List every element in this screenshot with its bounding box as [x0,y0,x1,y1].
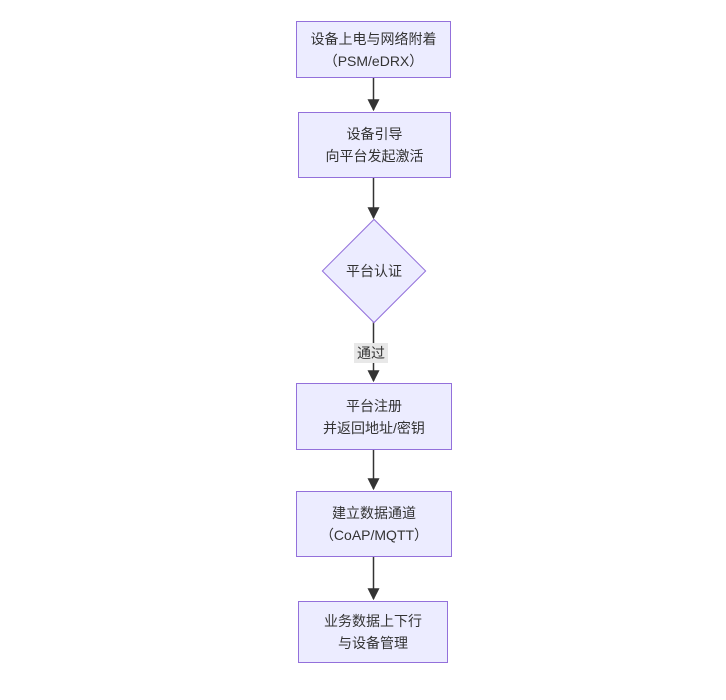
node-text-line: 设备上电与网络附着 [310,30,437,47]
node-power-on-network-attach: 设备上电与网络附着 （PSM/eDRX） [296,21,451,78]
node-text-line: （PSM/eDRX） [323,52,424,69]
node-platform-register: 平台注册 并返回地址/密钥 [296,383,452,450]
node-text-line: 建立数据通道 [332,505,416,521]
node-text-line: 向平台发起激活 [325,148,424,164]
node-text-line: 业务数据上下行 [324,613,422,629]
node-text-line: （CoAP/MQTT） [319,527,429,543]
node-text-line: 并返回地址/密钥 [323,419,425,436]
node-text-line: 平台注册 [346,397,402,414]
node-text-line: 与设备管理 [338,635,408,651]
node-device-bootstrap: 设备引导 向平台发起激活 [298,112,451,178]
node-business-data-management: 业务数据上下行 与设备管理 [298,601,448,663]
node-data-channel: 建立数据通道 （CoAP/MQTT） [296,491,452,557]
edge-label-pass: 通过 [354,343,388,363]
node-platform-auth-decision-label: 平台认证 [346,263,402,279]
node-text-line: 设备引导 [346,126,403,142]
